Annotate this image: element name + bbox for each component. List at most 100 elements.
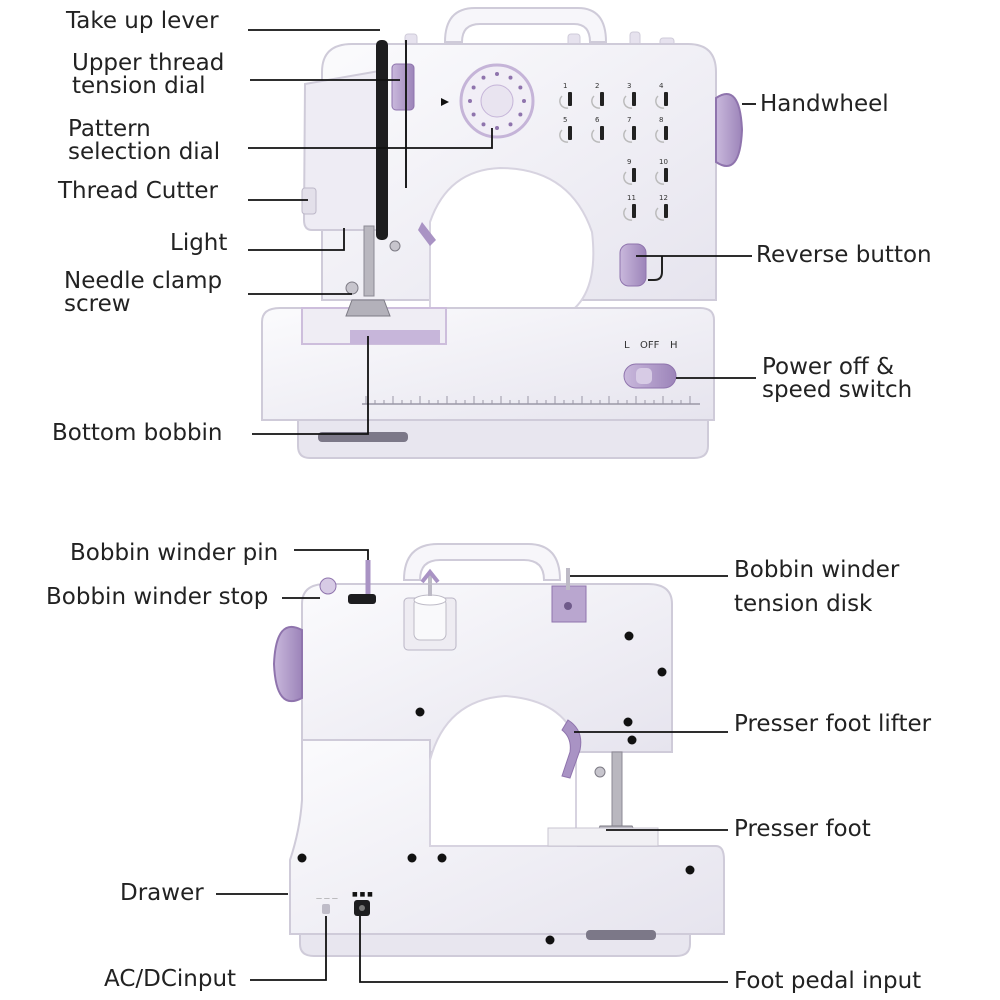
- stitch-slot-outline: [591, 129, 601, 143]
- screw-icon: [415, 707, 425, 717]
- back-machine-head: [301, 583, 673, 753]
- dial-tick: [508, 122, 513, 127]
- label-foot-pedal-input: Foot pedal input: [734, 968, 922, 994]
- dial-pointer-icon: [441, 98, 449, 106]
- stitch-slot-outline: [623, 95, 633, 109]
- stitch-slot-outline: [559, 95, 569, 109]
- leader-ac-dc-input: [250, 916, 327, 981]
- pattern-number: 1: [563, 82, 567, 90]
- tension-disk-hole: [564, 602, 572, 610]
- reverse-button: [619, 243, 647, 287]
- stitch-icon: [664, 204, 668, 218]
- stitch-icon: [664, 92, 668, 106]
- switch-marking-l: L: [624, 340, 630, 351]
- dial-tick: [495, 72, 499, 76]
- pattern-number: 10: [659, 158, 668, 166]
- back-needle-bar: [611, 751, 623, 827]
- pattern-number: 9: [627, 158, 631, 166]
- stitch-slot-outline: [655, 171, 665, 185]
- front-needle-bar: [363, 225, 375, 297]
- label-power-off-speed-switch: Power off & speed switch: [762, 354, 913, 403]
- leader-bottom-bobbin: [252, 336, 369, 435]
- front-carry-handle: [443, 7, 608, 43]
- stitch-slot-outline: [655, 129, 665, 143]
- back-needle-plate: [547, 827, 659, 847]
- switch-marking-h: H: [670, 340, 678, 351]
- upper-thread-tension-dial: [391, 63, 415, 111]
- bobbin-winder-stop-icon: [319, 577, 337, 595]
- dial-tick: [495, 126, 499, 130]
- label-presser-foot-lifter: Presser foot lifter: [734, 711, 932, 737]
- screw-icon: [657, 667, 667, 677]
- label-upper-thread-tension-dial: Upper thread tension dial: [72, 50, 225, 99]
- front-base-foot: [297, 419, 709, 459]
- stitch-icon: [664, 168, 668, 182]
- screw-icon: [623, 717, 633, 727]
- dial-tick: [522, 99, 526, 103]
- front-presser-lever: [418, 222, 436, 246]
- label-pattern-selection-dial: Pattern selection dial: [68, 116, 221, 165]
- stitch-slot-outline: [655, 207, 665, 221]
- back-needle-screw: [594, 766, 606, 778]
- ac-dc-port-marking: — — —: [316, 895, 338, 902]
- back-arm-opening: [429, 694, 577, 847]
- stitch-icon: [600, 126, 604, 140]
- label-needle-clamp-screw: Needle clamp screw: [64, 268, 223, 317]
- front-handwheel: [715, 93, 744, 167]
- stitch-icon: [600, 92, 604, 106]
- screw-icon: [437, 853, 447, 863]
- label-bobbin-winder-stop: Bobbin winder stop: [46, 584, 269, 610]
- stitch-slot-outline: [623, 207, 633, 221]
- power-speed-switch-knob: [636, 368, 652, 384]
- back-carry-handle: [402, 543, 562, 581]
- stitch-icon: [664, 126, 668, 140]
- dial-tick: [471, 112, 476, 117]
- label-presser-foot: Presser foot: [734, 816, 871, 842]
- label-handwheel: Handwheel: [760, 91, 889, 117]
- stitch-slot-outline: [559, 129, 569, 143]
- label-ac-dc-input: AC/DCinput: [104, 966, 237, 992]
- dial-tick: [508, 75, 513, 80]
- bobbin-winder-base: [348, 594, 376, 604]
- label-reverse-button: Reverse button: [756, 242, 932, 268]
- dial-tick: [471, 85, 476, 90]
- pattern-number: 5: [563, 116, 567, 124]
- stitch-slot-outline: [591, 95, 601, 109]
- dial-tick: [518, 85, 523, 90]
- screw-icon: [545, 935, 555, 945]
- front-presser-knob: [389, 240, 401, 252]
- label-bobbin-winder-tension-disk: Bobbin winder tension disk: [734, 557, 900, 617]
- pattern-number: 3: [627, 82, 631, 90]
- label-drawer: Drawer: [120, 880, 204, 906]
- back-machine-body: [289, 739, 725, 935]
- dial-tick: [481, 75, 486, 80]
- pattern-number: 7: [627, 116, 631, 124]
- foot-pedal-port-marking: ■ ■ ■: [352, 891, 373, 898]
- thread-spool-top: [413, 594, 447, 606]
- leader-bobbin-winder-pin: [294, 549, 369, 560]
- screw-icon: [407, 853, 417, 863]
- needle-clamp-screw: [345, 281, 359, 295]
- pattern-number: 2: [595, 82, 599, 90]
- stitch-icon: [568, 92, 572, 106]
- pattern-number: 11: [627, 194, 636, 202]
- foot-pedal-port-hole: [359, 905, 365, 911]
- ac-dc-input-port: [322, 904, 330, 914]
- leader-lines: [216, 29, 756, 983]
- front-bobbin-cover: [350, 330, 440, 344]
- reverse-symbol-icon: [648, 256, 663, 281]
- screw-icon: [685, 865, 695, 875]
- spool-pin-cap: [420, 568, 440, 584]
- stitch-slot-outline: [655, 95, 665, 109]
- thread-cutter: [301, 187, 317, 215]
- dial-tick: [518, 112, 523, 117]
- take-up-lever-slot: [376, 40, 388, 240]
- back-view-machine: — — — ■ ■ ■: [272, 543, 725, 957]
- label-bottom-bobbin: Bottom bobbin: [52, 420, 223, 446]
- stitch-icon: [632, 126, 636, 140]
- label-bobbin-winder-pin: Bobbin winder pin: [70, 540, 279, 566]
- label-thread-cutter: Thread Cutter: [58, 178, 219, 204]
